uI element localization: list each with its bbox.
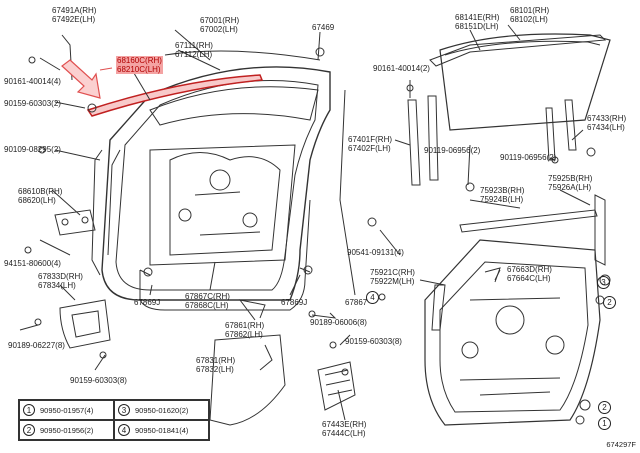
door-frame-inner: [115, 80, 319, 291]
label-67869-right: 67869J: [281, 298, 308, 307]
callout-4: 4: [366, 291, 379, 304]
label-68101: 68101(RH)68102(LH): [510, 6, 550, 24]
legend-cell: 4 90950-01841(4): [114, 420, 209, 440]
label-67469: 67469: [312, 23, 335, 32]
label-67833: 67833D(RH)67834(LH): [38, 272, 83, 290]
inner-panel: [149, 144, 296, 266]
legend-cell: 1 90950-01957(4): [19, 400, 114, 420]
label-67443: 67443E(RH)67444C(LH): [322, 420, 367, 438]
inside-handle: [59, 299, 111, 349]
label-67401: 67401F(RH)67402F(LH): [348, 135, 393, 153]
glass-run-channel: [429, 34, 607, 67]
division-bar: [407, 99, 421, 186]
label-67867c: 67867C(RH)67868C(LH): [185, 292, 230, 310]
label-67491: 67491A(RH)67492E(LH): [52, 6, 97, 24]
label-75925: 75925B(RH)75926A(LH): [548, 174, 593, 192]
label-67831: 67831(RH)67832(LH): [196, 356, 236, 374]
door-hinge: [54, 209, 96, 236]
legend-cell: 2 90950-01956(2): [19, 420, 114, 440]
legend-part: 90950-01956(2): [40, 426, 94, 435]
label-90119-left: 90119-06956(2): [424, 146, 481, 155]
door-pocket: [317, 361, 356, 411]
callout-2-lower: 2: [598, 401, 611, 414]
legend-part: 90950-01957(4): [40, 406, 94, 415]
label-90189-right: 90189-06006(8): [310, 318, 367, 327]
label-67001: 67001(RH)67002(LH): [200, 16, 240, 34]
label-90161-left: 90161-40014(4): [4, 77, 61, 86]
service-hole-cover: [209, 334, 286, 426]
legend-number: 1: [23, 404, 35, 416]
label-68141: 68141E(RH)68151D(LH): [455, 13, 500, 31]
callout-3: 3: [597, 276, 610, 289]
label-90541: 90541-09131(4): [347, 248, 404, 257]
label-90159-right: 90159-60303(8): [345, 337, 402, 346]
label-90161-right: 90161-40014(2): [373, 64, 430, 73]
label-67663: 67663D(RH)67664C(LH): [507, 265, 552, 283]
label-67433: 67433(RH)67434(LH): [587, 114, 627, 132]
label-94151: 94151-80600(4): [4, 259, 61, 268]
label-68160-highlighted: 68160C(RH)68210C(LH): [116, 56, 163, 74]
moulding-side: [594, 194, 606, 266]
label-75921: 75921C(RH)75922M(LH): [370, 268, 415, 286]
door-glass: [439, 33, 611, 131]
label-90159-top: 90159-60303(2): [4, 99, 61, 108]
door-weatherstrip: [139, 199, 311, 311]
legend-part: 90950-01841(4): [135, 426, 189, 435]
label-90119-right: 90119-06956(2): [500, 153, 557, 162]
label-67861: 67861(RH)67862(LH): [225, 321, 265, 339]
callout-2-upper: 2: [603, 296, 616, 309]
legend-number: 4: [118, 424, 130, 436]
label-75923: 75923B(RH)75924B(LH): [480, 186, 525, 204]
legend-cell: 3 90950-01620(2): [114, 400, 209, 420]
callout-1: 1: [598, 417, 611, 430]
label-67111: 67111(RH)67112(LH): [175, 41, 213, 59]
figure-id: 674297F: [606, 440, 636, 449]
moulding-upper: [459, 209, 598, 233]
label-90189-left: 90189-06227(8): [8, 341, 65, 350]
door-frame-outer: [101, 66, 331, 301]
legend-number: 2: [23, 424, 35, 436]
legend-number: 3: [118, 404, 130, 416]
fastener-legend: 1 90950-01957(4) 3 90950-01620(2) 2 9095…: [18, 399, 210, 441]
label-90109: 90109-08295(2): [4, 145, 61, 154]
belt-weatherstrip: [86, 74, 264, 117]
highlight-arrow: [61, 59, 101, 99]
door-inner-panel-right: [424, 239, 601, 426]
window-sash: [149, 86, 319, 126]
label-67869-left: 67869J: [134, 298, 161, 307]
label-90159-bottom: 90159-60303(8): [70, 376, 127, 385]
label-67867: 67867: [345, 298, 368, 307]
legend-part: 90950-01620(2): [135, 406, 189, 415]
label-68610: 68610B(RH)68620(LH): [18, 187, 63, 205]
